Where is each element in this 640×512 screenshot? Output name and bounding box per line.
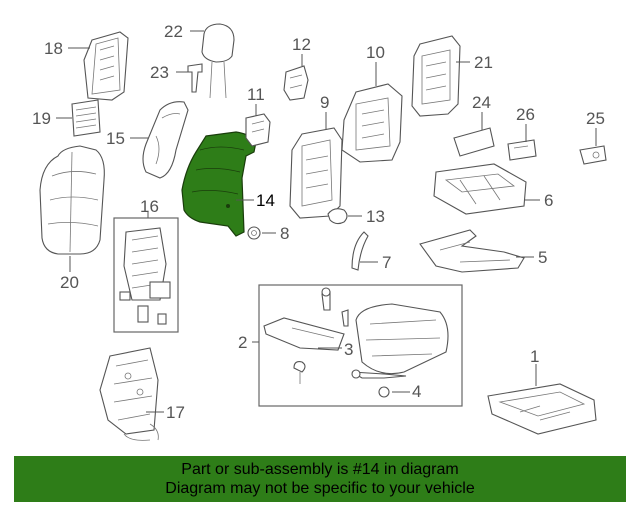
callout-17[interactable]: 17 xyxy=(166,403,185,422)
callout-7[interactable]: 7 xyxy=(382,253,391,272)
callout-9[interactable]: 9 xyxy=(320,93,329,112)
callout-20[interactable]: 20 xyxy=(60,273,79,292)
part-23-headrest-guide[interactable] xyxy=(187,63,203,93)
part-9-seatback-frame[interactable] xyxy=(289,127,343,219)
part-14-backrest-panel[interactable] xyxy=(181,131,257,237)
part-6-seat-cushion[interactable] xyxy=(433,163,527,215)
part-21-backrest-frame[interactable] xyxy=(411,35,461,117)
part-5-seat-pan[interactable] xyxy=(419,229,525,273)
callout-6[interactable]: 6 xyxy=(544,191,553,210)
callout-19[interactable]: 19 xyxy=(32,109,51,128)
callout-5[interactable]: 5 xyxy=(538,248,547,267)
part-2-box xyxy=(258,284,463,407)
callout-8[interactable]: 8 xyxy=(280,224,289,243)
part-17-frame-assembly[interactable] xyxy=(99,347,159,441)
part-12-bracket[interactable] xyxy=(283,65,309,101)
part-8-clip[interactable] xyxy=(247,226,261,240)
part-15-side-trim[interactable] xyxy=(142,101,189,179)
callout-25[interactable]: 25 xyxy=(586,109,605,128)
part-2-assembly[interactable] xyxy=(263,287,449,398)
callout-23[interactable]: 23 xyxy=(150,63,169,82)
part-13-knob[interactable] xyxy=(327,208,348,225)
callout-12[interactable]: 12 xyxy=(292,35,311,54)
part-16-assembly[interactable] xyxy=(119,227,171,325)
part-25-switch[interactable] xyxy=(579,145,607,165)
callout-18[interactable]: 18 xyxy=(44,39,63,58)
callout-11[interactable]: 11 xyxy=(247,85,265,104)
part-16-box xyxy=(113,217,179,333)
callout-3[interactable]: 3 xyxy=(344,340,353,359)
callout-2[interactable]: 2 xyxy=(238,333,247,352)
callout-16[interactable]: 16 xyxy=(140,197,159,216)
footer-banner: Part or sub-assembly is #14 in diagram D… xyxy=(14,456,626,502)
callout-26[interactable]: 26 xyxy=(516,105,535,124)
part-19-panel[interactable] xyxy=(71,99,101,137)
part-26-bracket[interactable] xyxy=(507,139,537,161)
footer-line-1: Part or sub-assembly is #14 in diagram xyxy=(181,461,459,478)
footer-line-2: Diagram may not be specific to your vehi… xyxy=(165,480,475,497)
callout-13[interactable]: 13 xyxy=(366,207,385,226)
part-18-seatback-frame[interactable] xyxy=(83,31,129,101)
callout-1[interactable]: 1 xyxy=(530,347,539,366)
part-10-backrest-frame[interactable] xyxy=(341,83,403,163)
callout-10[interactable]: 10 xyxy=(366,43,385,62)
part-22-headrest[interactable] xyxy=(201,23,235,99)
callout-22[interactable]: 22 xyxy=(164,22,183,41)
callout-15[interactable]: 15 xyxy=(106,129,125,148)
part-20-seatback-cover[interactable] xyxy=(39,145,105,255)
callout-24[interactable]: 24 xyxy=(472,93,491,112)
part-7-trim-strip[interactable] xyxy=(351,231,369,271)
callout-14[interactable]: 14 xyxy=(256,191,275,210)
callout-21[interactable]: 21 xyxy=(474,53,493,72)
part-11-bracket[interactable] xyxy=(245,113,271,147)
callout-4[interactable]: 4 xyxy=(412,382,421,401)
part-24-trim-cover[interactable] xyxy=(453,127,495,157)
part-1-seat-base[interactable] xyxy=(487,383,597,435)
